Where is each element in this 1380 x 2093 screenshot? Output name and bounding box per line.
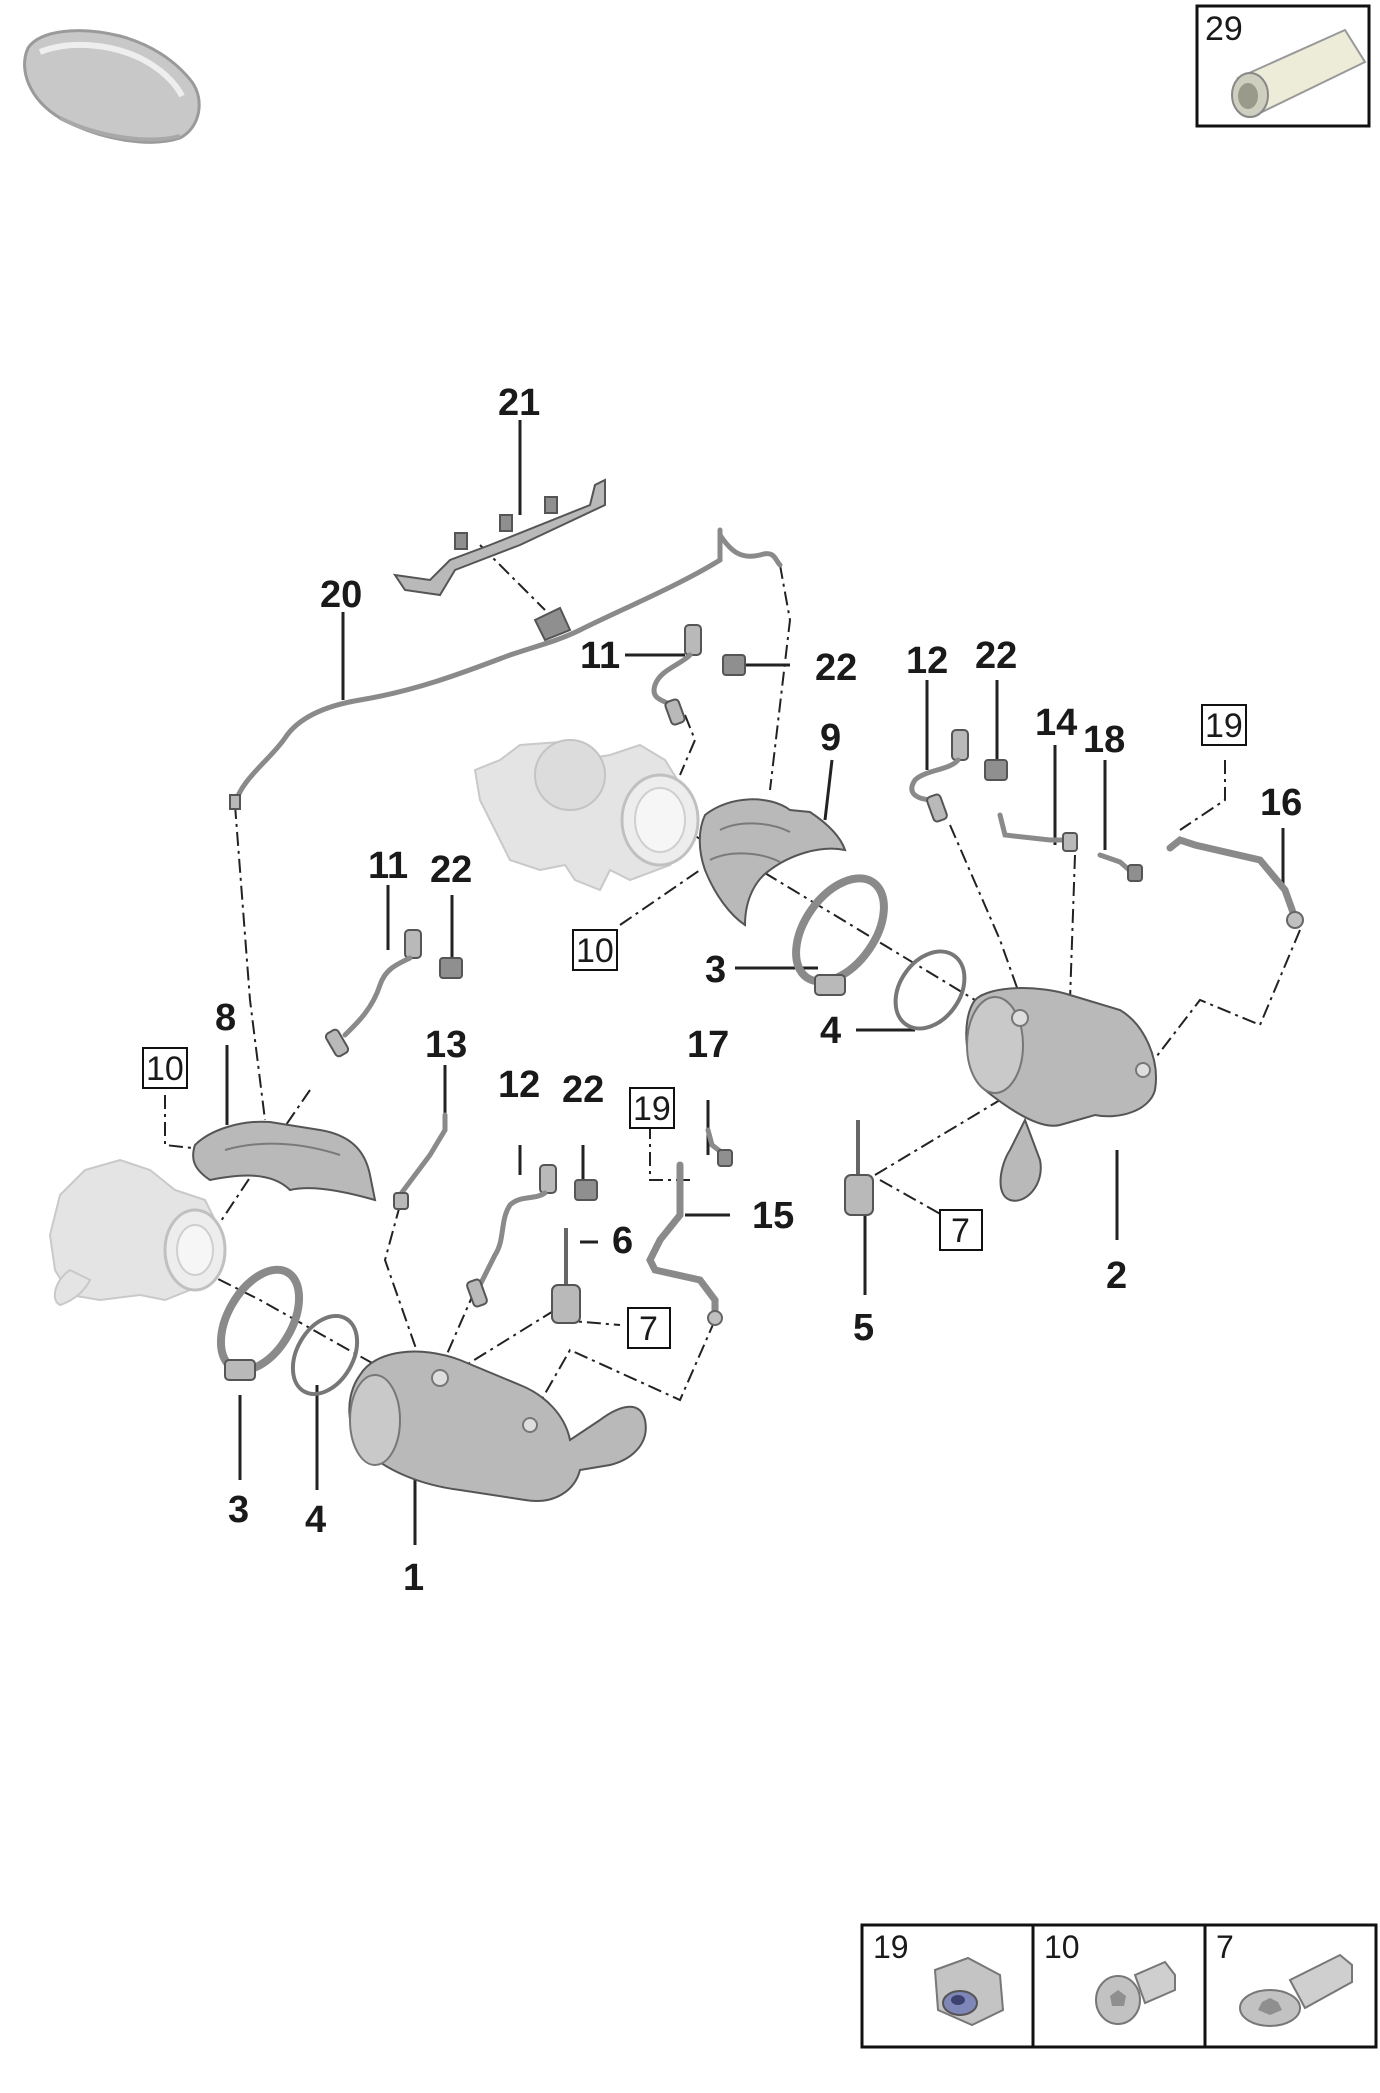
part-22-connector-right[interactable] xyxy=(984,759,1008,781)
callout-11: 11 xyxy=(580,635,620,677)
part-3-clamp-lower[interactable] xyxy=(205,1256,315,1383)
part-13-tube[interactable] xyxy=(393,1112,448,1210)
boxed-ref-19-lower: 19 xyxy=(629,1087,675,1129)
svg-text:7: 7 xyxy=(951,1212,970,1250)
lower-turbocharger xyxy=(48,1158,227,1307)
boxed-ref-19-upper: 19 xyxy=(1201,704,1247,746)
part-2-catalytic-converter[interactable] xyxy=(965,987,1157,1202)
hardware-legend: 19 10 7 xyxy=(860,1923,1378,2049)
part-4-gasket-lower[interactable] xyxy=(280,1305,370,1406)
legend-cell-7[interactable]: 7 xyxy=(1216,1929,1353,2027)
svg-text:19: 19 xyxy=(873,1929,909,1965)
part-12-o2-sensor-right[interactable] xyxy=(909,729,969,823)
part-17-bracket[interactable] xyxy=(705,1127,733,1167)
callout-22: 22 xyxy=(430,849,472,891)
svg-text:10: 10 xyxy=(576,932,614,970)
callout-3: 3 xyxy=(705,949,726,991)
callout-12: 12 xyxy=(906,640,948,682)
callout-labels: 21 20 11 22 9 12 22 14 18 16 11 22 3 4 8… xyxy=(215,382,1302,1599)
part-1-catalytic-converter[interactable] xyxy=(348,1350,647,1502)
socket-head-bolt-icon xyxy=(1095,1960,1176,2025)
callout-22: 22 xyxy=(562,1069,604,1111)
callout-6: 6 xyxy=(612,1220,633,1262)
callout-16: 16 xyxy=(1260,782,1302,824)
svg-text:19: 19 xyxy=(1205,707,1243,745)
part-15-pipe[interactable] xyxy=(646,1161,723,1326)
part-14-tube[interactable] xyxy=(997,812,1078,852)
part-12-o2-sensor-lower[interactable] xyxy=(466,1164,557,1308)
part-21-bracket[interactable] xyxy=(392,478,606,597)
part-18-bracket[interactable] xyxy=(1097,852,1143,882)
svg-text:10: 10 xyxy=(146,1050,184,1088)
inset-29-label: 29 xyxy=(1205,10,1243,48)
part-11-o2-sensor-upper[interactable] xyxy=(651,624,702,726)
boxed-ref-10-upper: 10 xyxy=(572,929,618,971)
grease-tube-icon xyxy=(1231,28,1367,118)
callout-20: 20 xyxy=(320,574,362,616)
callout-3: 3 xyxy=(228,1489,249,1531)
callout-18: 18 xyxy=(1083,719,1125,761)
leader-lines xyxy=(225,420,1285,1545)
callout-14: 14 xyxy=(1035,702,1077,744)
part-22-connector-left[interactable] xyxy=(439,957,463,979)
callout-13: 13 xyxy=(425,1024,467,1066)
svg-text:7: 7 xyxy=(1216,1929,1234,1965)
connection-lines xyxy=(164,544,1301,1421)
boxed-ref-7-right: 7 xyxy=(939,1209,983,1251)
part-20-harness[interactable] xyxy=(229,527,783,810)
callout-2: 2 xyxy=(1106,1255,1127,1297)
svg-text:19: 19 xyxy=(633,1090,671,1128)
callout-11: 11 xyxy=(368,845,408,887)
boxed-ref-7-lower: 7 xyxy=(627,1307,671,1349)
svg-text:7: 7 xyxy=(639,1310,658,1348)
part-5-sensor[interactable] xyxy=(844,1120,874,1216)
flange-nut-icon xyxy=(933,1956,1005,2027)
vehicle-silhouette-icon xyxy=(23,29,201,144)
callout-22: 22 xyxy=(815,647,857,689)
callout-1: 1 xyxy=(403,1557,424,1599)
part-4-gasket-upper[interactable] xyxy=(881,938,978,1041)
callout-21: 21 xyxy=(498,382,540,424)
inset-part-29[interactable]: 29 xyxy=(1195,4,1371,128)
legend-cell-10[interactable]: 10 xyxy=(1044,1929,1176,2025)
callout-5: 5 xyxy=(853,1307,874,1349)
callout-9: 9 xyxy=(820,717,841,759)
callout-12: 12 xyxy=(498,1064,540,1106)
callout-4: 4 xyxy=(305,1499,326,1541)
part-16-pipe[interactable] xyxy=(1166,836,1304,929)
upper-turbocharger xyxy=(473,739,700,892)
part-22-connector-lower[interactable] xyxy=(574,1179,598,1201)
callout-8: 8 xyxy=(215,997,236,1039)
callout-4: 4 xyxy=(820,1010,841,1052)
callout-17: 17 xyxy=(687,1024,729,1066)
callout-22: 22 xyxy=(975,635,1017,677)
torx-bolt-icon xyxy=(1239,1953,1353,2027)
svg-text:10: 10 xyxy=(1044,1929,1080,1965)
legend-cell-19[interactable]: 19 xyxy=(873,1929,1005,2027)
part-3-clamp-upper[interactable] xyxy=(778,862,902,997)
part-8-heat-shield[interactable] xyxy=(192,1120,377,1202)
part-9-heat-shield[interactable] xyxy=(698,798,847,927)
boxed-ref-10-lower: 10 xyxy=(142,1047,188,1089)
part-11-o2-sensor-left[interactable] xyxy=(324,929,422,1058)
callout-15: 15 xyxy=(752,1195,794,1237)
part-22-connector-upper[interactable] xyxy=(722,654,746,676)
part-6-sensor[interactable] xyxy=(551,1228,581,1324)
